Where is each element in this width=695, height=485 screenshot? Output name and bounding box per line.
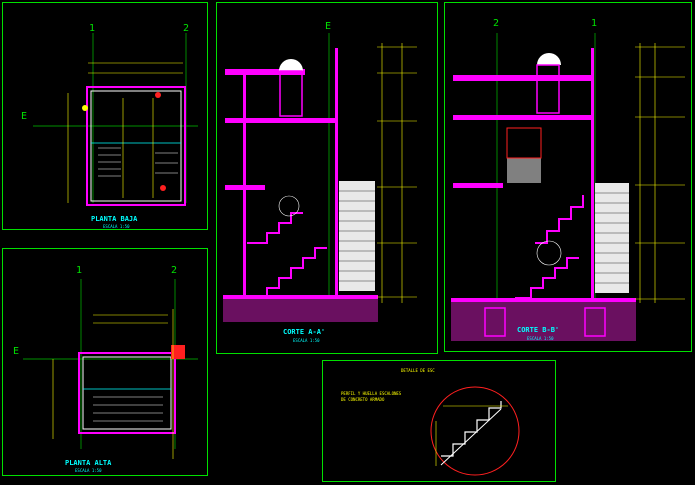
corte-aa-drawing	[223, 33, 417, 322]
panel-planta-alta: 1 2 E PLANTA ALTA ESCALA 1:50	[2, 248, 208, 476]
drawing-scale: ESCALA 1:50	[75, 468, 102, 473]
panel-planta-baja: 1 2 E PLANTA BAJA ESCALA 1:50	[2, 2, 208, 230]
detalle-note-line1: PERFIL Y HUELLA ESCALONES	[341, 391, 402, 396]
panel-corte-bb: 2 1 CORTE B-B' ESCALA 1:50	[444, 2, 692, 352]
panel-corte-aa: E CORTE A-A' ESCALA 1:50	[216, 2, 438, 354]
axis-label-1: 1	[591, 18, 598, 29]
drawing-title: PLANTA ALTA	[65, 459, 112, 467]
axis-label-2: 2	[183, 23, 190, 34]
drawing-title: CORTE A-A'	[283, 328, 326, 336]
axis-label-e: E	[21, 111, 28, 122]
planta-alta-drawing	[23, 279, 198, 459]
axis-label-e: E	[325, 21, 332, 32]
drawing-scale: ESCALA 1:50	[293, 338, 320, 343]
drawing-title: PLANTA BAJA	[91, 215, 138, 223]
drawing-scale: ESCALA 1:50	[527, 336, 554, 341]
detalle-note-line2: DE CONCRETO ARMADO	[341, 397, 385, 402]
drawing-scale: ESCALA 1:50	[103, 224, 130, 229]
drawing-title: CORTE B-B'	[517, 326, 560, 334]
planta-baja-drawing	[33, 33, 198, 206]
detalle-title: DETALLE DE ESC	[401, 368, 435, 373]
panel-detalle: DETALLE DE ESC PERFIL Y HUELLA ESCALONES…	[322, 360, 556, 482]
axis-label-2: 2	[171, 265, 178, 276]
axis-label-2: 2	[493, 18, 500, 29]
axis-label-1: 1	[89, 23, 96, 34]
detalle-drawing	[430, 386, 520, 476]
axis-label-e: E	[13, 346, 20, 357]
axis-label-1: 1	[76, 265, 83, 276]
corte-bb-drawing	[451, 33, 685, 341]
